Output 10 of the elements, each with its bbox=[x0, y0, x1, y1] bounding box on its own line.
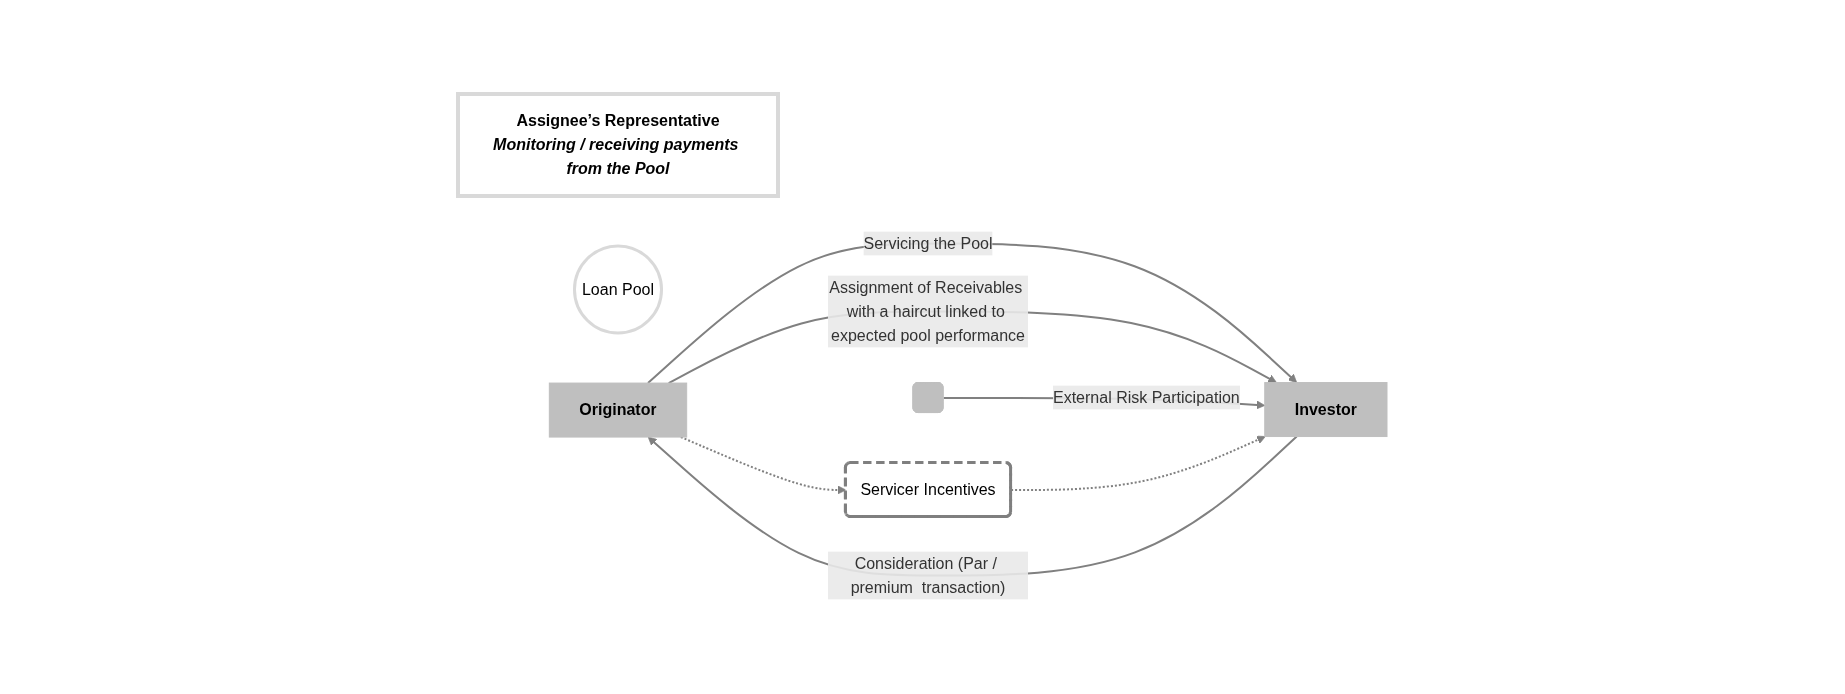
edge-label: Assignment of Receivables with a haircut linked to expected pool performance bbox=[829, 278, 1025, 344]
arrow bbox=[647, 435, 1298, 577]
edge-label: Servicing the Pool bbox=[863, 234, 993, 252]
node-box: Originator bbox=[548, 382, 688, 438]
arrow bbox=[1010, 435, 1266, 492]
node-circle: Loan Pool bbox=[572, 244, 664, 335]
edge-label: External Risk Participation bbox=[1053, 388, 1240, 406]
edge-label: Consideration (Par / premium transaction) bbox=[850, 554, 1006, 596]
node-box: Assignee’s Representative Monitoring / receiving payments from the Pool bbox=[456, 92, 780, 199]
node-box: Investor bbox=[1264, 382, 1388, 438]
